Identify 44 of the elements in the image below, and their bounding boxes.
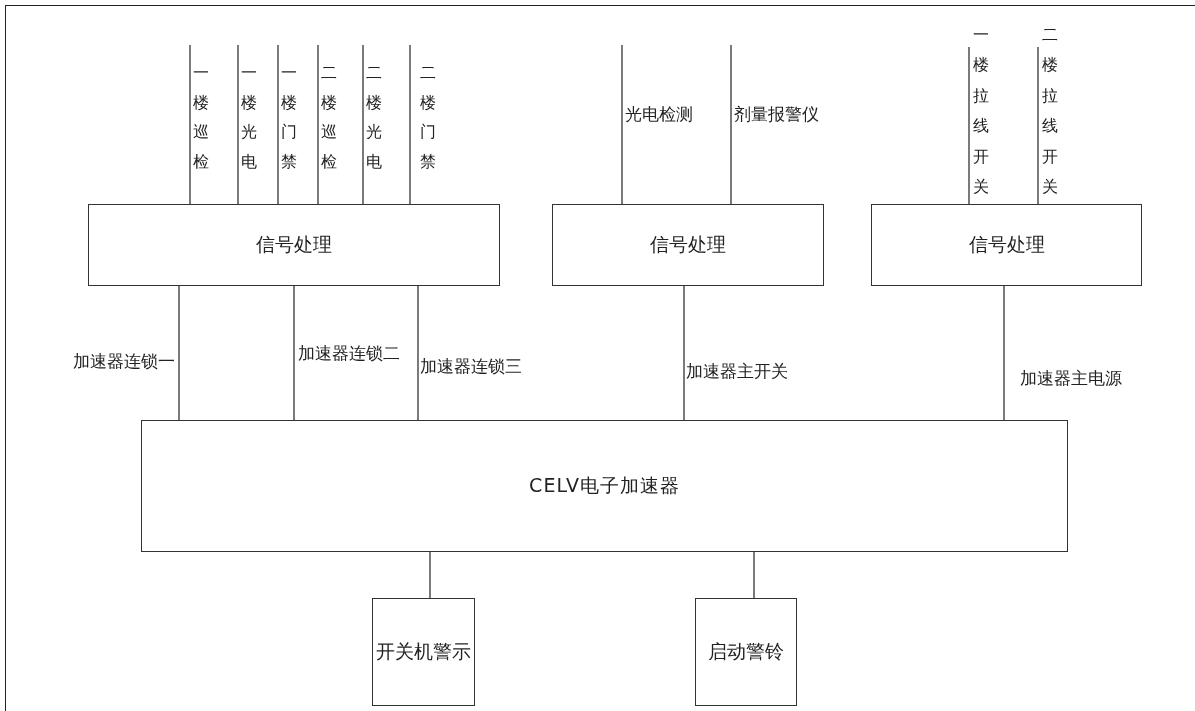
connector-line bbox=[317, 44, 319, 205]
edge-label: 加速器连锁一 bbox=[73, 351, 175, 372]
connector-line bbox=[277, 44, 279, 205]
edge-label: 二楼门禁 bbox=[420, 62, 436, 173]
connector-line bbox=[683, 285, 685, 421]
connector-line bbox=[178, 285, 180, 421]
connector-line bbox=[753, 551, 755, 599]
edge-label: 二楼拉线开关 bbox=[1042, 24, 1058, 198]
process-box bbox=[695, 598, 797, 706]
connector-line bbox=[189, 44, 191, 205]
edge-label: 加速器主电源 bbox=[1020, 368, 1122, 389]
connector-line bbox=[1037, 46, 1039, 205]
box-label: 启动警铃 bbox=[708, 639, 784, 664]
box-label: 信号处理 bbox=[968, 232, 1045, 257]
process-box bbox=[552, 204, 824, 286]
connector-line bbox=[417, 285, 419, 421]
connector-line bbox=[409, 44, 411, 205]
edge-label: 二楼巡检 bbox=[321, 62, 337, 173]
edge-label: 加速器连锁二 bbox=[298, 343, 400, 364]
edge-label: 二楼光电 bbox=[366, 62, 382, 173]
connector-line bbox=[1003, 285, 1005, 421]
box-label: 开关机警示 bbox=[376, 639, 471, 664]
edge-label: 一楼光电 bbox=[241, 62, 257, 173]
box-label: CELV电子加速器 bbox=[529, 473, 680, 498]
edge-label: 一楼巡检 bbox=[193, 62, 209, 173]
box-label: 信号处理 bbox=[256, 232, 332, 257]
connector-line bbox=[730, 44, 732, 205]
process-box bbox=[372, 598, 475, 706]
connector-line bbox=[968, 46, 970, 205]
edge-label: 剂量报警仪 bbox=[734, 104, 819, 125]
edge-label: 加速器连锁三 bbox=[420, 356, 522, 377]
connector-line bbox=[362, 44, 364, 205]
process-box bbox=[88, 204, 500, 286]
edge-label: 加速器主开关 bbox=[686, 361, 788, 382]
connector-line bbox=[237, 44, 239, 205]
process-box bbox=[141, 420, 1068, 552]
edge-label: 光电检测 bbox=[625, 104, 693, 125]
process-box bbox=[871, 204, 1142, 286]
connector-line bbox=[429, 551, 431, 599]
connector-line bbox=[621, 44, 623, 205]
connector-line bbox=[293, 285, 295, 421]
box-label: 信号处理 bbox=[650, 232, 726, 257]
edge-label: 一楼拉线开关 bbox=[973, 24, 989, 198]
edge-label: 一楼门禁 bbox=[281, 62, 297, 173]
